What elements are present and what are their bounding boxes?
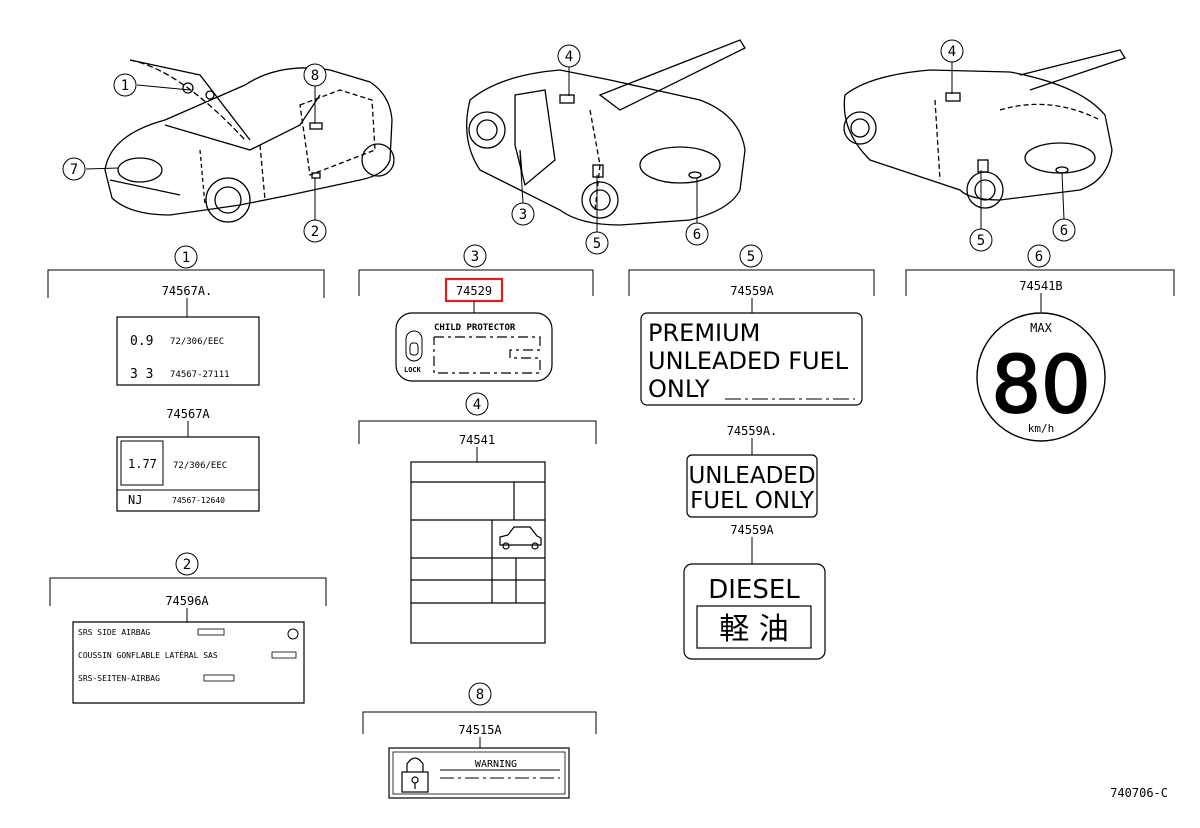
part-number-74541B: 74541B xyxy=(1019,279,1062,293)
callout-8-car1: 8 xyxy=(303,63,327,87)
svg-text:NJ: NJ xyxy=(128,493,142,507)
section-4-marker: 4 xyxy=(465,392,489,416)
svg-text:4: 4 xyxy=(473,397,481,413)
svg-text:80: 80 xyxy=(991,341,1090,431)
label-warning: WARNING xyxy=(388,747,570,799)
label-74567A-a: 0.9 72/306/EEC 3 3 74567-27111 xyxy=(116,316,260,386)
label-74567A-b: 1.77 72/306/EEC NJ 74567-12640 xyxy=(116,436,260,512)
callout-7: 7 xyxy=(62,157,86,181)
svg-text:3 3: 3 3 xyxy=(130,367,153,382)
svg-text:SRS-SEITEN-AIRBAG: SRS-SEITEN-AIRBAG xyxy=(78,674,160,683)
section-2-marker: 2 xyxy=(175,552,199,576)
svg-text:8: 8 xyxy=(476,687,484,703)
section-3: 3 74529 CHILD PROTECTOR LOCK xyxy=(358,244,594,382)
svg-text:COUSSIN GONFLABLE LATÉRAL SAS: COUSSIN GONFLABLE LATÉRAL SAS xyxy=(78,649,218,660)
svg-text:UNLEADED: UNLEADED xyxy=(688,463,815,489)
section-8: 8 74515A WARNING xyxy=(362,682,597,799)
label-child-protector: CHILD PROTECTOR LOCK xyxy=(395,312,553,382)
callout-6-car3: 6 xyxy=(1052,218,1076,242)
svg-text:LOCK: LOCK xyxy=(404,366,422,374)
label-tire-info xyxy=(410,461,546,644)
callout-6-car2: 6 xyxy=(685,222,709,246)
section-5: 5 74559A PREMIUM UNLEADED FUEL ONLY 7455… xyxy=(628,244,875,660)
label-srs-side-airbag: SRS SIDE AIRBAG COUSSIN GONFLABLE LATÉRA… xyxy=(72,621,305,704)
part-number-74567A-bottom: 74567A xyxy=(166,407,210,421)
svg-text:0.9: 0.9 xyxy=(130,334,153,349)
svg-text:1.77: 1.77 xyxy=(128,457,157,471)
drawing-id: 740706-C xyxy=(1110,786,1168,800)
part-number-74529: 74529 xyxy=(456,284,492,298)
section-6: 6 74541B MAX 80 km/h xyxy=(905,244,1175,442)
svg-text:FUEL ONLY: FUEL ONLY xyxy=(690,488,815,514)
svg-text:CHILD PROTECTOR: CHILD PROTECTOR xyxy=(434,323,516,333)
svg-text:PREMIUM: PREMIUM xyxy=(648,319,760,347)
svg-text:6: 6 xyxy=(1035,249,1043,265)
svg-text:72/306/EEC: 72/306/EEC xyxy=(173,461,227,471)
svg-text:4: 4 xyxy=(948,44,956,60)
label-unleaded-fuel-only: UNLEADED FUEL ONLY xyxy=(686,454,818,518)
svg-text:MAX: MAX xyxy=(1030,321,1052,335)
svg-text:3: 3 xyxy=(471,249,479,265)
section-4: 4 74541 xyxy=(358,392,597,644)
svg-text:5: 5 xyxy=(747,249,755,265)
svg-text:1: 1 xyxy=(182,250,190,266)
svg-text:4: 4 xyxy=(565,49,573,65)
part-number-74515A: 74515A xyxy=(458,723,502,737)
svg-text:DIESEL: DIESEL xyxy=(708,575,800,605)
car-front-view xyxy=(104,59,395,223)
section-2: 2 74596A SRS SIDE AIRBAG COUSSIN GONFLAB… xyxy=(49,552,327,704)
car3-callouts xyxy=(951,62,1065,229)
svg-text:6: 6 xyxy=(1060,223,1068,239)
svg-text:軽 油: 軽 油 xyxy=(719,612,789,647)
callout-1-car1: 1 xyxy=(113,73,137,97)
part-number-74567A-top: 74567A. xyxy=(162,284,213,298)
svg-text:8: 8 xyxy=(311,68,319,84)
svg-text:74567-12640: 74567-12640 xyxy=(172,496,225,505)
callout-4-car3: 4 xyxy=(940,39,964,63)
svg-text:5: 5 xyxy=(593,236,601,252)
svg-text:6: 6 xyxy=(693,227,701,243)
label-diesel: DIESEL 軽 油 xyxy=(683,563,826,660)
callout-5-car3: 5 xyxy=(969,228,993,252)
section-5-marker: 5 xyxy=(739,244,763,268)
car-rear-open-doors-view xyxy=(466,39,746,226)
label-max-speed: MAX 80 km/h xyxy=(976,312,1106,442)
svg-text:2: 2 xyxy=(183,557,191,573)
car-hatchback-rear-view xyxy=(843,49,1126,209)
car-icon xyxy=(499,526,542,550)
svg-text:7: 7 xyxy=(70,162,78,178)
part-number-74559A-mid: 74559A. xyxy=(727,424,778,438)
callout-4-car2: 4 xyxy=(557,44,581,68)
part-number-74559A-top: 74559A xyxy=(730,284,774,298)
callout-5-car2: 5 xyxy=(585,231,609,255)
part-number-74541: 74541 xyxy=(459,433,495,447)
callout-2-car1: 2 xyxy=(303,219,327,243)
part-number-74596A: 74596A xyxy=(165,594,209,608)
svg-text:2: 2 xyxy=(311,224,319,240)
section-6-marker: 6 xyxy=(1027,244,1051,268)
svg-text:UNLEADED FUEL: UNLEADED FUEL xyxy=(648,347,849,375)
car2-callouts xyxy=(519,67,698,232)
section-1: 1 74567A. 0.9 72/306/EEC 3 3 74567-27111… xyxy=(47,245,325,512)
svg-text:74567-27111: 74567-27111 xyxy=(170,370,230,380)
car1-callouts xyxy=(85,84,316,220)
svg-text:km/h: km/h xyxy=(1028,422,1055,435)
svg-text:WARNING: WARNING xyxy=(475,759,517,770)
part-number-74559A-bottom: 74559A xyxy=(730,523,774,537)
svg-text:5: 5 xyxy=(977,233,985,249)
section-1-marker: 1 xyxy=(174,245,198,269)
svg-text:SRS SIDE AIRBAG: SRS SIDE AIRBAG xyxy=(78,628,150,637)
section-3-marker: 3 xyxy=(463,244,487,268)
svg-text:72/306/EEC: 72/306/EEC xyxy=(170,337,224,347)
label-premium-unleaded: PREMIUM UNLEADED FUEL ONLY xyxy=(640,312,863,406)
padlock-icon xyxy=(401,757,429,793)
svg-text:3: 3 xyxy=(519,207,527,223)
section-8-marker: 8 xyxy=(468,682,492,706)
callout-3-car2: 3 xyxy=(511,202,535,226)
svg-text:ONLY: ONLY xyxy=(648,375,710,403)
svg-text:1: 1 xyxy=(121,78,129,94)
